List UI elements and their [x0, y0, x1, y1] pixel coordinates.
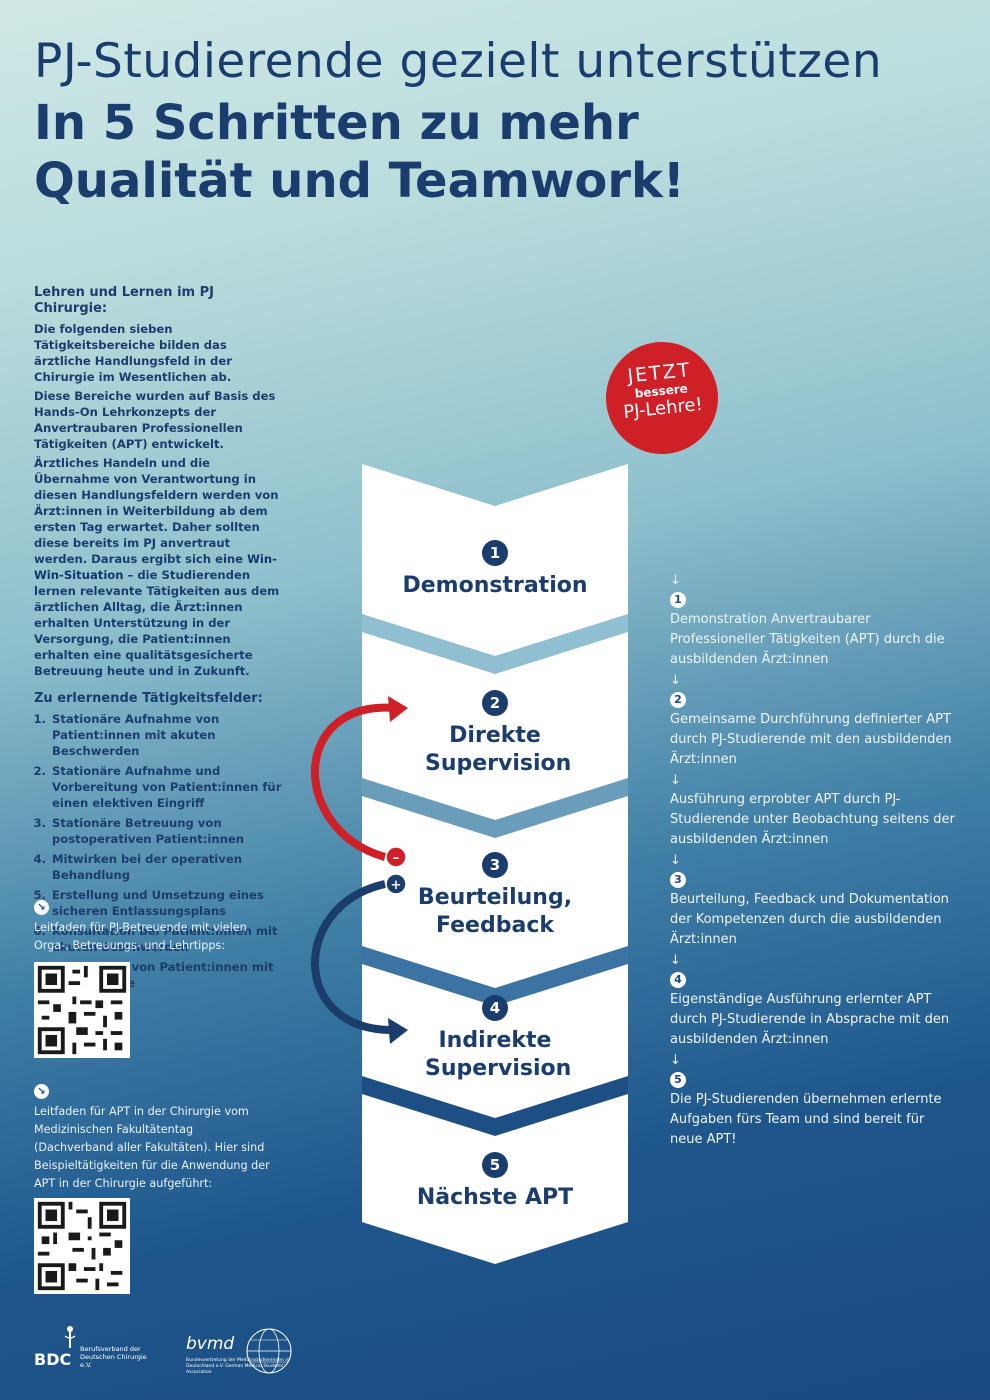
step-5: 5 Nächste APT [362, 1152, 628, 1212]
description-number: 1 [670, 592, 686, 608]
fields-list: Stationäre Aufnahme von Patient:innen mi… [34, 711, 284, 991]
loop-arrow-red-head [388, 696, 408, 722]
loop-arrow-navy [311, 880, 396, 1035]
step-label: Direkte Supervision [425, 723, 572, 776]
list-item: Mitwirken bei der operativen Behandlung [50, 851, 284, 883]
description-number: 4 [670, 972, 686, 988]
arrow-down-icon: ↓ [670, 1053, 681, 1068]
arrow-down-icon: ↓ [670, 953, 681, 968]
intro-paragraph-3: Ärztliches Handeln und die Übernahme von… [34, 455, 284, 679]
bvmd-logo-subtitle: Bundesvertretung der Medizinstudierenden… [186, 1358, 290, 1375]
intro-p3-part-a: Ärztliches Handeln und die Übernahme von… [34, 456, 279, 566]
list-item: Erstellung und Umsetzung eines sicheren … [50, 887, 284, 919]
description-number: 2 [670, 692, 686, 708]
description-text: Demonstration Anvertraubarer Professione… [670, 612, 945, 667]
win-win-highlight: Win-Win-Situation [34, 552, 277, 582]
intro-p3-part-c: – die Studierenden lernen relevante Täti… [34, 568, 280, 678]
bdc-logo: BDC [34, 1350, 72, 1369]
chevron-step-2 [362, 632, 628, 820]
minus-sign: – [393, 851, 400, 866]
step-label: Demonstration [402, 573, 588, 598]
bdc-logo-subtitle: Berufsverband der Deutschen Chirurgie e.… [80, 1345, 147, 1369]
arrow-down-icon: ↓ [670, 573, 681, 588]
chevron-step-5 [362, 1094, 628, 1264]
guide-2: ↘ Leitfaden für APT in der Chirurgie vom… [34, 1082, 274, 1193]
intro-column: Lehren und Lernen im PJ Chirurgie: Die f… [34, 285, 284, 995]
list-item: Stationäre Betreuung von postoperativen … [50, 815, 284, 847]
step-label: Indirekte Supervision [425, 1028, 572, 1081]
step-number: 2 [482, 690, 508, 716]
step-2: 2 Direkte Supervision [362, 690, 628, 778]
chevron-band-2 [362, 778, 628, 838]
guide-1: ↘ Leitfaden für PJ-Betreuende mit vielen… [34, 898, 274, 955]
step-label: Nächste APT [416, 1185, 574, 1210]
minus-circle [385, 846, 407, 868]
description-text: Die PJ-Studierenden übernehmen erlernte … [670, 1092, 942, 1147]
arrow-down-icon: ↓ [670, 673, 681, 688]
description-2b: Ausführung erprobter APT durch PJ-Studie… [670, 790, 955, 850]
description-2: 2 Gemeinsame Durchführung definierter AP… [670, 690, 955, 770]
arrow-down-icon: ↓ [670, 773, 681, 788]
description-number: 5 [670, 1072, 686, 1088]
chevron-band-3 [362, 946, 628, 1006]
loop-arrow-navy-head [388, 1018, 408, 1044]
list-item: Konsultation bei Patient:innen mit akute… [50, 923, 284, 955]
list-item: Stationäre Aufnahme von Patient:innen mi… [50, 711, 284, 759]
chevron-band-1 [362, 614, 628, 674]
description-text: Ausführung erprobter APT durch PJ-Studie… [670, 792, 955, 847]
description-text: Eigenständige Ausführung erlernter APT d… [670, 992, 950, 1047]
title-line-1: PJ-Studierende gezielt unterstützen [34, 34, 883, 89]
intro-paragraph-2: Diese Bereiche wurden auf Basis des Hand… [34, 389, 276, 451]
description-text: Gemeinsame Durchführung definierter APT … [670, 712, 952, 767]
step-label: Beurteilung, Feedback [417, 885, 573, 938]
qr-code-2[interactable] [34, 1198, 130, 1294]
intro-heading: Lehren und Lernen im PJ Chirurgie: [34, 285, 214, 316]
description-1: 1 Demonstration Anvertraubarer Professio… [670, 590, 955, 670]
arrow-down-icon: ↓ [670, 853, 681, 868]
step-number: 4 [482, 995, 508, 1021]
title-line-2: In 5 Schritten zu mehr Qualität und Team… [34, 95, 685, 209]
chevron-band-4 [362, 1076, 628, 1136]
chevron-step-4 [362, 964, 628, 1118]
plus-sign: + [391, 878, 402, 893]
arrow-down-right-icon: ↘ [34, 1084, 49, 1099]
description-5: 5 Die PJ-Studierenden übernehmen erlernt… [670, 1070, 955, 1150]
step-3: 3 Beurteilung, Feedback [362, 852, 628, 940]
globe-icon [246, 1328, 292, 1374]
intro-paragraph-1: Die folgenden sieben Tätigkeitsbereiche … [34, 322, 232, 384]
step-number: 3 [482, 852, 508, 878]
guide-2-text: Leitfaden für APT in der Chirurgie vom M… [34, 1105, 270, 1190]
step-number: 5 [482, 1152, 508, 1178]
bvmd-logo: bvmd [186, 1334, 235, 1354]
description-column: ↓ 1 Demonstration Anvertraubarer Profess… [670, 572, 955, 1152]
fields-heading: Zu erlernende Tätigkeitsfelder: [34, 691, 263, 706]
description-number: 3 [670, 872, 686, 888]
description-text: Beurteilung, Feedback und Dokumentation … [670, 892, 949, 947]
loop-arrow-red [311, 703, 396, 861]
guide-1-text: Leitfaden für PJ-Betreuende mit vielen O… [34, 921, 247, 952]
plus-circle [385, 873, 407, 895]
qr-code-1[interactable] [34, 962, 130, 1058]
step-4: 4 Indirekte Supervision [362, 995, 628, 1083]
bdc-emblem-icon [64, 1326, 76, 1348]
step-number: 1 [482, 540, 508, 566]
description-4: 4 Eigenständige Ausführung erlernter APT… [670, 970, 955, 1050]
chevron-step-3 [362, 796, 628, 988]
step-1: 1 Demonstration [362, 540, 628, 600]
arrow-down-right-icon: ↘ [34, 900, 49, 915]
list-item: Stationäre Aufnahme und Vorbereitung von… [50, 763, 284, 811]
description-3: 3 Beurteilung, Feedback und Dokumentatio… [670, 870, 955, 950]
